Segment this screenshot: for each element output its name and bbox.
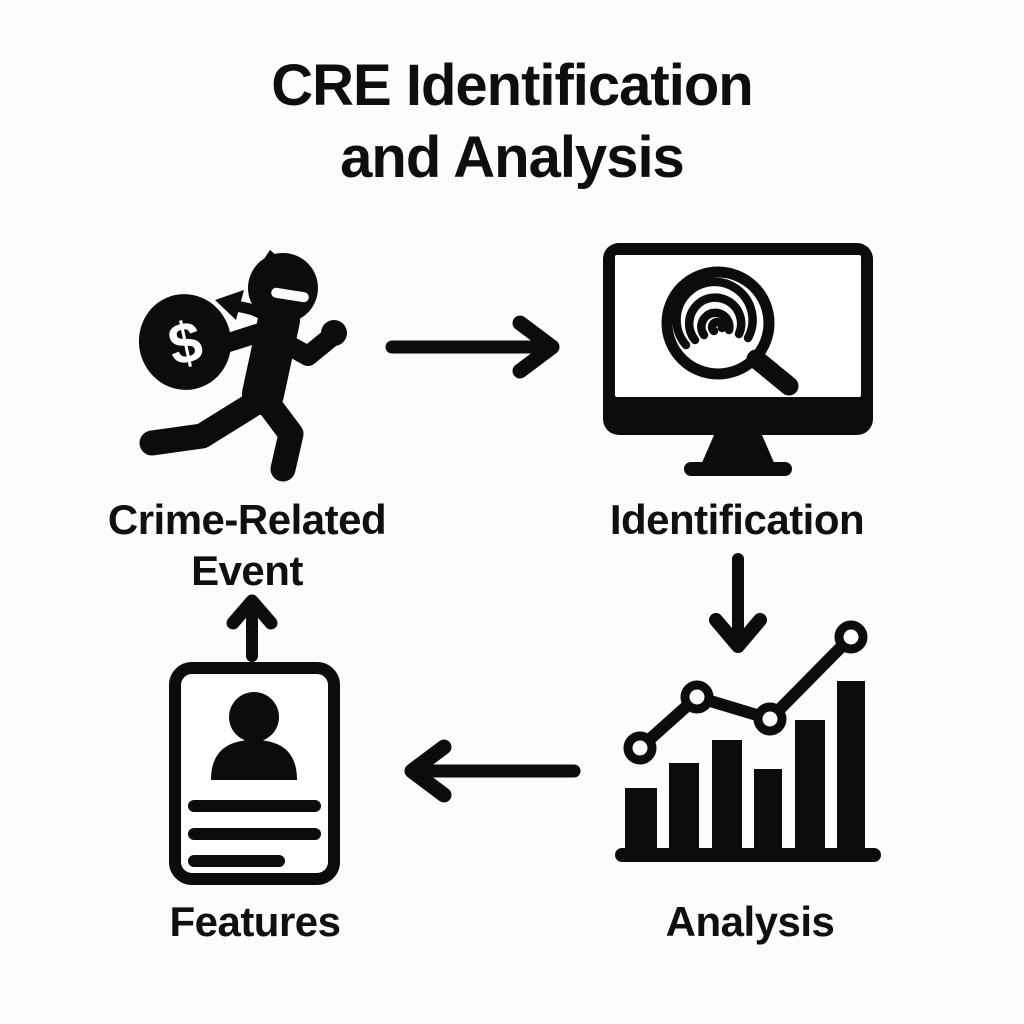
card-text-lines (188, 800, 321, 867)
monitor-fingerprint-magnifier-icon (603, 243, 873, 476)
diagram-title-line2: and Analysis (340, 124, 685, 190)
arrow-down-icon (709, 553, 767, 653)
chart-bars (625, 681, 865, 848)
analysis-label: Analysis (665, 898, 835, 945)
chart-trend-line (634, 631, 857, 754)
arrow-right-icon (385, 315, 560, 379)
arrow-left-icon (404, 739, 581, 803)
person-icon (229, 692, 279, 742)
fingerprint-icon (672, 277, 757, 350)
diagram-title-line1: CRE Identification (271, 53, 753, 118)
id-card-profile-icon (169, 662, 340, 885)
crime-related-event-label: Crime-Related Event (107, 496, 387, 595)
chart-trend-points (623, 620, 868, 765)
bar-line-chart-icon (615, 620, 881, 862)
features-label: Features (169, 898, 341, 945)
diagram-title: CRE Identification and Analysis (0, 50, 1024, 194)
identification-label: Identification (609, 496, 865, 543)
arrow-up-icon (226, 594, 278, 662)
running-thief-money-bag-icon: $ (138, 250, 347, 482)
